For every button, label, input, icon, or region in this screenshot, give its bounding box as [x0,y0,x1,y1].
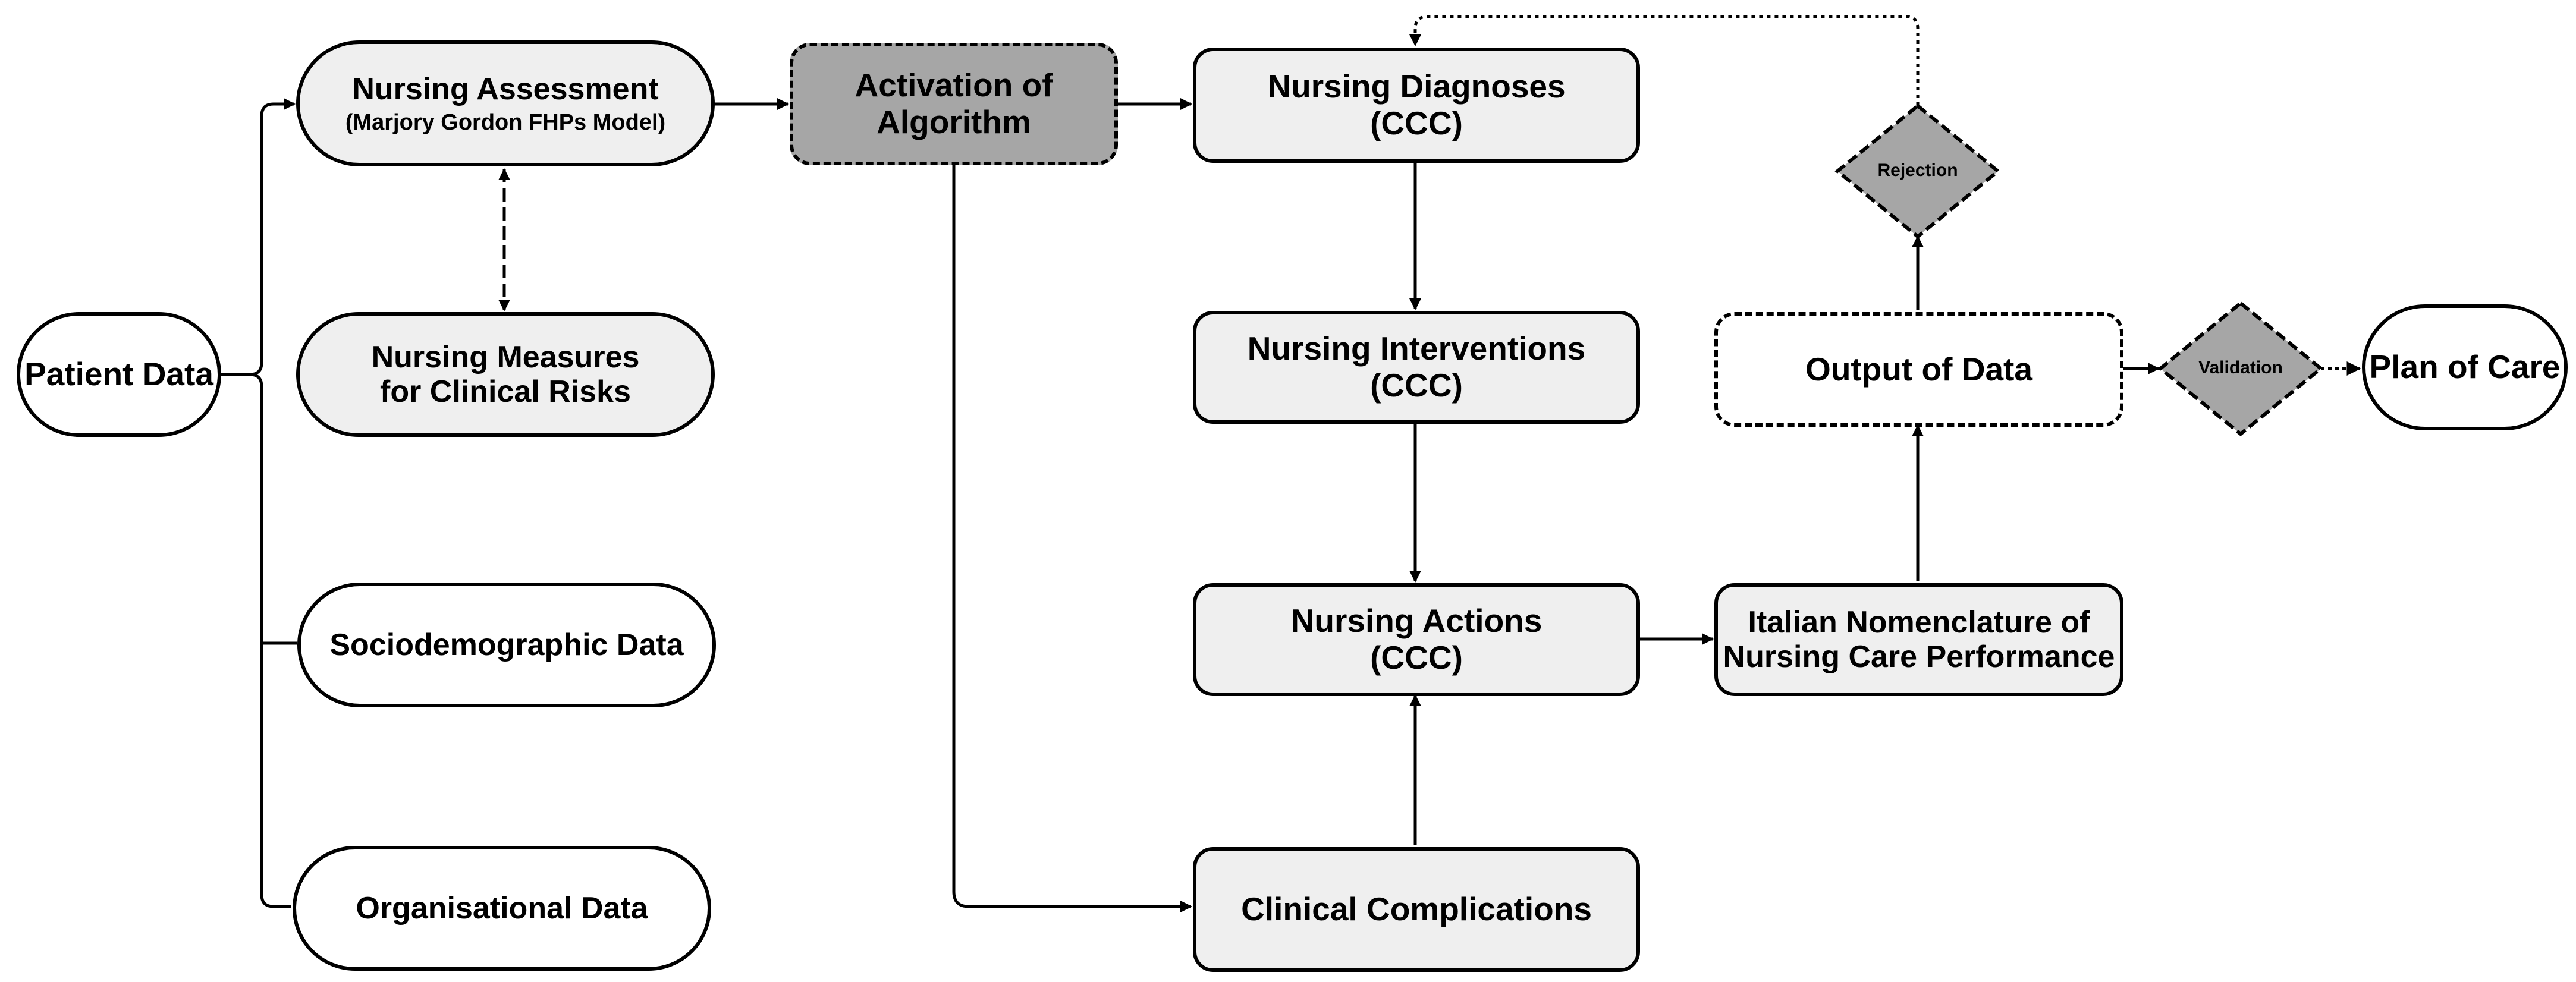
rejection-label: Rejection [1877,160,1958,180]
output-of-data-label: Output of Data [1805,350,2032,388]
nursing-diagnoses-node: Nursing Diagnoses (CCC) [1193,48,1640,163]
nursing-actions-label-line2: (CCC) [1370,639,1463,676]
nursing-assessment-sublabel: (Marjory Gordon FHPs Model) [345,109,666,135]
nursing-interventions-node: Nursing Interventions (CCC) [1193,311,1640,424]
italian-nomenclature-label-line2: Nursing Care Performance [1723,640,2115,674]
nursing-assessment-node: Nursing Assessment (Marjory Gordon FHPs … [296,40,715,166]
rejection-diamond [1834,103,2001,239]
nursing-interventions-label-line1: Nursing Interventions [1247,330,1586,367]
nursing-actions-node: Nursing Actions (CCC) [1193,583,1640,696]
nursing-assessment-label: Nursing Assessment [352,71,659,106]
output-of-data-node: Output of Data [1714,312,2123,427]
validation-diamond [2157,301,2324,436]
sociodemographic-data-node: Sociodemographic Data [297,583,716,707]
nursing-measures-label-line2: for Clinical Risks [380,374,631,409]
patient-data-label: Patient Data [24,355,213,393]
nursing-interventions-label-line2: (CCC) [1370,367,1463,404]
nursing-measures-label-line1: Nursing Measures [371,339,640,374]
patient-data-branch [220,98,296,376]
nursing-diagnoses-label-line2: (CCC) [1370,105,1463,141]
activation-to-complications [952,165,1192,912]
clinical-complications-label: Clinical Complications [1241,890,1592,928]
patient-data-branch [220,373,291,908]
italian-nomenclature-label-line1: Italian Nomenclature of [1748,605,2090,640]
plan-of-care-node: Plan of Care [2362,304,2568,430]
organisational-data-node: Organisational Data [293,846,711,971]
validation-label: Validation [2198,358,2283,377]
nursing-actions-label-line1: Nursing Actions [1290,602,1543,640]
plan-of-care-label: Plan of Care [2369,348,2561,386]
organisational-data-label: Organisational Data [356,890,648,926]
rejection-feedback [1409,15,1920,106]
clinical-complications-node: Clinical Complications [1193,847,1640,972]
activation-node: Activation of Algorithm [790,43,1118,165]
sociodemographic-data-label: Sociodemographic Data [329,627,684,662]
nursing-measures-node: Nursing Measures for Clinical Risks [296,312,715,437]
italian-nomenclature-node: Italian Nomenclature of Nursing Care Per… [1714,583,2123,696]
patient-data-node: Patient Data [17,312,221,437]
nursing-diagnoses-label-line1: Nursing Diagnoses [1267,68,1566,105]
activation-label-line2: Algorithm [877,103,1031,140]
activation-label-line1: Activation of [855,67,1053,104]
